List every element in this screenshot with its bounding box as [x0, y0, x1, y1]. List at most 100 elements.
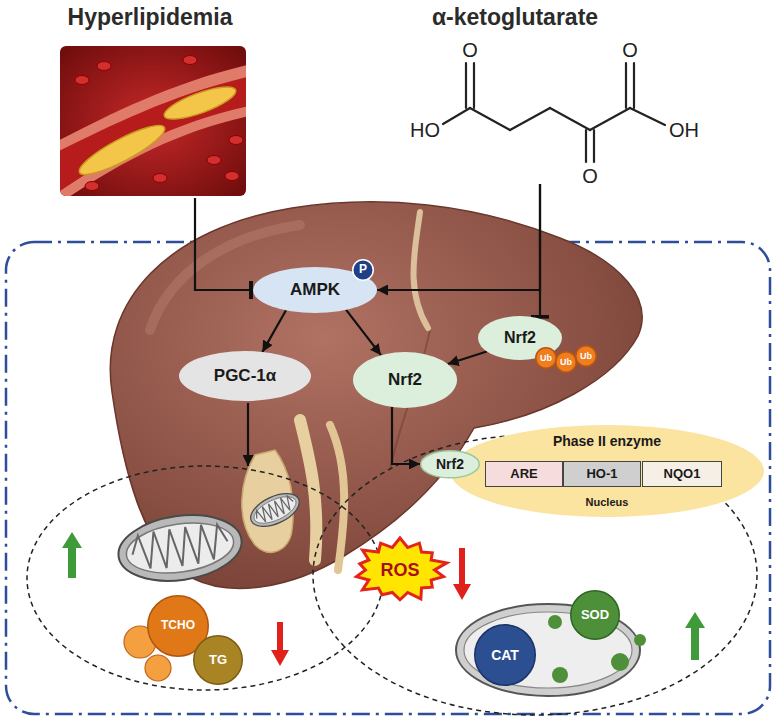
- atom-label: HO: [410, 119, 440, 142]
- node-text: Nrf2: [504, 329, 536, 347]
- node-text: PGC-1α: [214, 366, 276, 386]
- enzyme-circle: SOD: [570, 590, 620, 640]
- enzyme-circle-outline: [571, 591, 620, 640]
- trend-arrows: [62, 532, 705, 666]
- atom-label: OH: [669, 119, 699, 141]
- node-text: ARE: [510, 467, 537, 482]
- ubiquitin-bead-outline: [536, 348, 557, 369]
- gene-box-outline: [486, 462, 563, 487]
- artery-picture: [60, 60, 246, 196]
- mitochondrion-picture: [114, 508, 246, 589]
- node-text: Ub: [540, 353, 552, 363]
- molecule-bonds: [443, 63, 665, 162]
- molecule-bonds: [465, 63, 467, 108]
- nucleus-ellipse-outline: [450, 425, 764, 517]
- artery-picture: [153, 174, 167, 183]
- liver-picture: [110, 202, 642, 588]
- mitochondrion-picture: [114, 508, 246, 589]
- inhibition-connector: [539, 184, 541, 319]
- gene-box: HO-1: [563, 461, 641, 487]
- molecule-bonds: [470, 108, 510, 130]
- ubiquitin-bead: Ub: [555, 351, 577, 373]
- nuclear-factor-ellipse-outline: [421, 450, 480, 477]
- mitochondrion-picture: [611, 653, 629, 671]
- atom-label: O: [622, 39, 638, 61]
- gene-box: NQO1: [642, 461, 722, 487]
- liver-picture: [110, 202, 642, 588]
- mitochondrion-picture: [552, 667, 568, 683]
- inhibition-connector: [195, 198, 253, 290]
- activation-connector: [262, 310, 286, 352]
- molecule-bonds: [625, 63, 627, 108]
- activation-connector: [392, 407, 420, 464]
- nucleus-ellipse: Phase II enzymeNucleus ARE HO-1NQO1: [450, 425, 764, 517]
- enzyme-circle: CAT: [474, 624, 536, 686]
- artery-picture: [75, 76, 89, 85]
- node-text: Nrf2: [388, 370, 422, 390]
- ubiquitin-bead-outline: [576, 346, 597, 367]
- artery-picture: [183, 56, 197, 65]
- nuclear-factor-ellipse: Nrf2: [420, 450, 480, 479]
- liver-picture: [413, 212, 428, 328]
- atom-label: O: [622, 39, 638, 62]
- ros-burst: ROS: [350, 536, 450, 604]
- gene-box: ARE: [485, 461, 563, 487]
- node-text: Nucleus: [586, 496, 629, 509]
- molecule-bonds: [473, 63, 475, 108]
- mitochondrion-picture: [130, 522, 230, 573]
- node-text: P: [359, 263, 367, 277]
- gene-box-outline: [643, 462, 722, 487]
- activation-connector: [346, 310, 381, 355]
- artery-picture: [97, 62, 111, 71]
- atom-label: OH: [669, 119, 699, 142]
- atom-label: O: [582, 165, 598, 188]
- artery-picture: [85, 182, 99, 191]
- artery-picture: [207, 156, 221, 165]
- coactivator-ellipse: PGC-1α: [179, 351, 311, 401]
- molecule-bonds: [443, 108, 470, 124]
- kinase-ellipse: AMPKP: [253, 267, 377, 313]
- mitochondrion-picture: [548, 615, 562, 629]
- atom-label: O: [462, 39, 478, 62]
- effect-region: [313, 435, 757, 715]
- node-text: Phase II enzyme: [553, 433, 661, 449]
- artery-picture: [60, 46, 246, 196]
- molecule-bonds: [510, 108, 550, 130]
- mitochondrion-picture: [250, 491, 300, 528]
- mitochondrion-picture: [123, 517, 237, 580]
- activation-connector: [448, 351, 487, 364]
- effect-arrow: [247, 403, 249, 466]
- molecule-bonds: [633, 63, 635, 108]
- atom-label: O: [582, 165, 598, 187]
- node-text: α-ketoglutarate: [432, 4, 598, 30]
- ubiquitin-bead: Ub: [535, 347, 557, 369]
- phosphate-badge-outline: [353, 260, 374, 281]
- node-text: ROS: [380, 560, 419, 581]
- atom-label: O: [462, 39, 478, 61]
- ubiquitin-bead: Ub: [575, 345, 597, 367]
- molecule-bonds: [590, 108, 630, 130]
- node-text: Ub: [580, 351, 592, 361]
- ubiquitin-bead-outline: [556, 352, 577, 373]
- trend-arrows: [271, 622, 289, 666]
- enzyme-circle-outline: [475, 625, 536, 686]
- mitochondrion-picture: [253, 494, 296, 526]
- trend-arrows: [453, 548, 471, 600]
- lipid-droplet: TG: [193, 635, 243, 685]
- gene-box-outline: [564, 462, 641, 487]
- artery-picture: [161, 81, 239, 126]
- lipid-droplets: [145, 655, 171, 681]
- effect-region: [27, 466, 383, 690]
- liver-picture: [330, 425, 344, 570]
- node-text: TG: [209, 653, 227, 668]
- node-text: TCHO: [161, 619, 195, 633]
- molecule-bonds: [593, 130, 595, 162]
- node-text: Nrf2: [436, 456, 464, 472]
- molecule-bonds: [585, 130, 587, 162]
- mitochondrion-picture: [246, 487, 305, 533]
- node-text: Hyperlipidemia: [68, 4, 233, 30]
- trend-arrows: [685, 612, 705, 660]
